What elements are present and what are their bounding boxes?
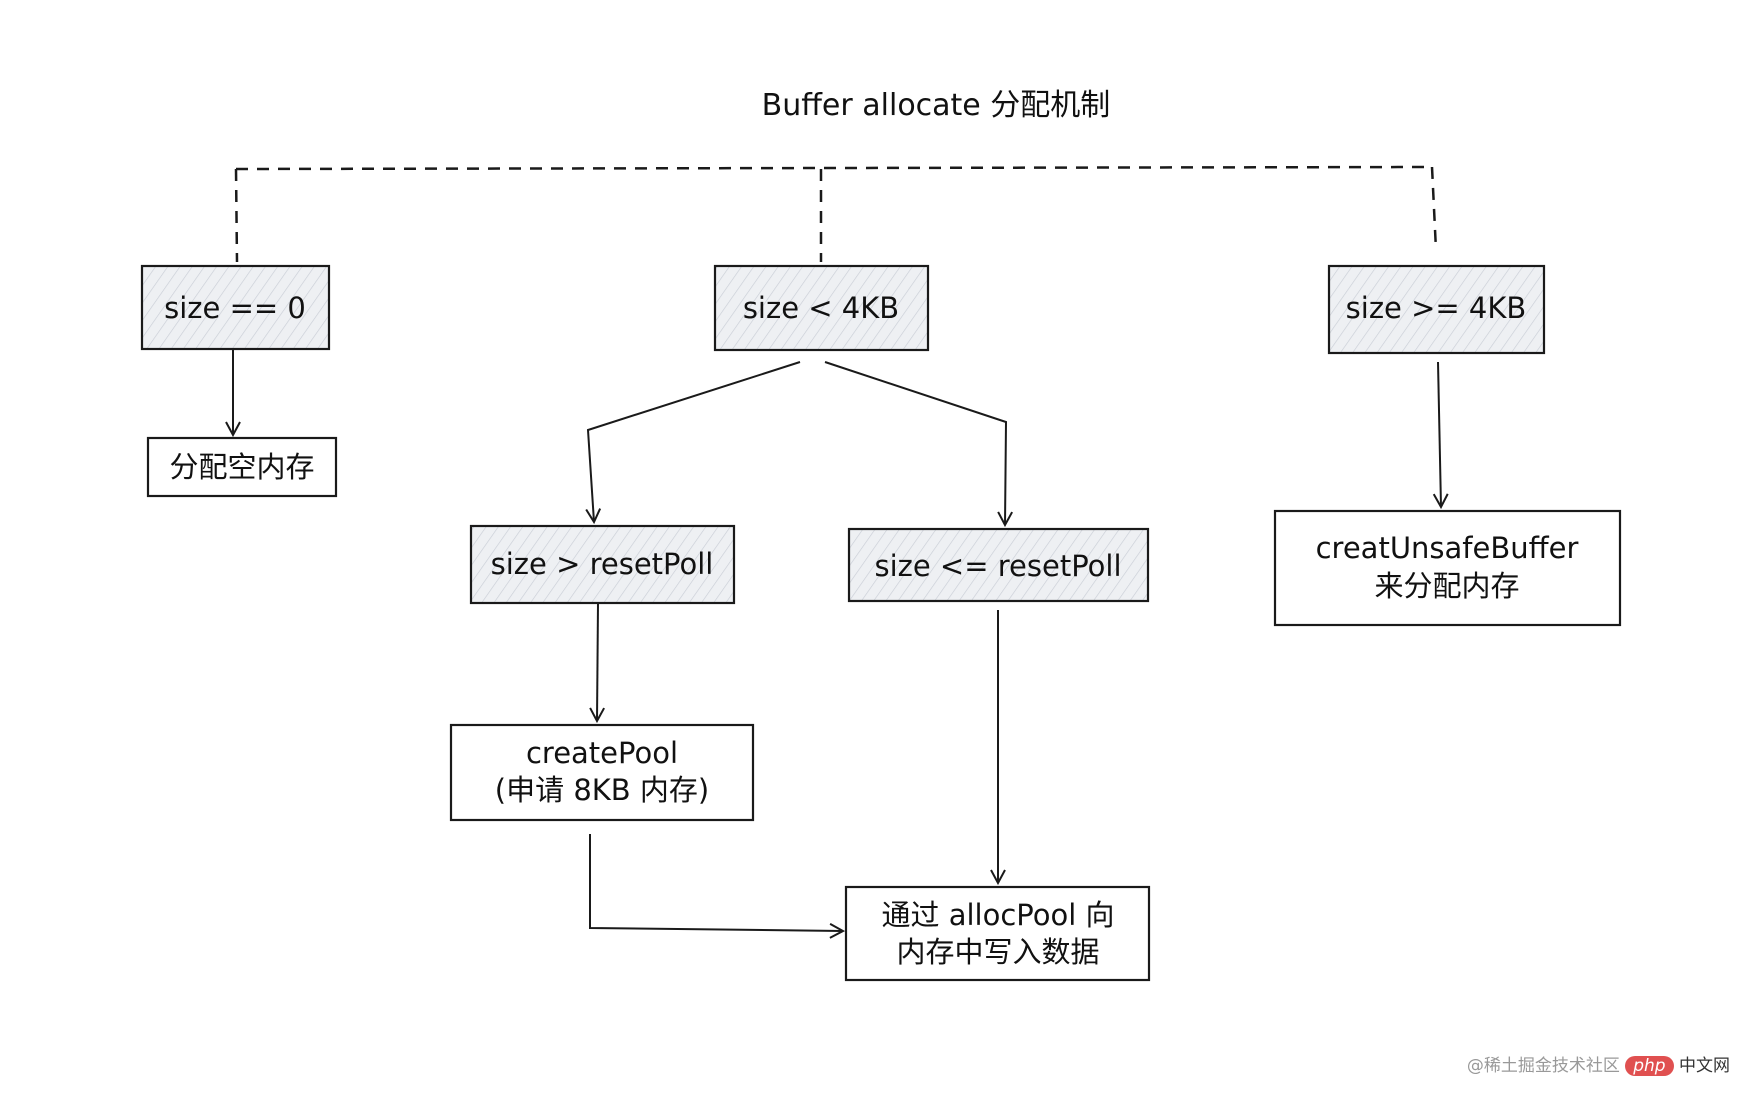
node-size-lt-4kb: size < 4KB (713, 264, 930, 352)
svg-text:内存中写入数据: 内存中写入数据 (896, 935, 1099, 969)
node-create-unsafe-buffer: creatUnsafeBuffer 来分配内存 (1273, 509, 1622, 627)
edges (233, 350, 1441, 931)
svg-text:size == 0: size == 0 (164, 291, 306, 325)
node-size-ge-4kb: size >= 4KB (1327, 264, 1546, 355)
node-size-gt-pool: size > resetPoll (469, 524, 736, 605)
watermark-text: @稀土掘金技术社区 (1466, 1056, 1620, 1076)
svg-text:(申请 8KB 内存): (申请 8KB 内存) (495, 773, 709, 807)
node-alloc-pool: 通过 allocPool 向 内存中写入数据 (844, 885, 1151, 982)
node-size-zero: size == 0 (140, 264, 331, 351)
svg-text:size <= resetPoll: size <= resetPoll (874, 549, 1121, 583)
svg-text:createPool: createPool (526, 736, 678, 770)
svg-text:size >= 4KB: size >= 4KB (1346, 291, 1527, 325)
svg-text:通过 allocPool 向: 通过 allocPool 向 (881, 898, 1114, 932)
php-logo: php (1625, 1056, 1674, 1076)
node-create-pool: createPool (申请 8KB 内存) (449, 723, 755, 822)
branch-connector (234, 165, 1438, 263)
watermark-cn: 中文网 (1679, 1056, 1730, 1076)
svg-text:creatUnsafeBuffer: creatUnsafeBuffer (1316, 531, 1579, 565)
watermark: @稀土掘金技术社区 php 中文网 (1467, 1051, 1730, 1076)
diagram-title: Buffer allocate 分配机制 (762, 88, 1111, 123)
node-alloc-empty: 分配空内存 (146, 436, 338, 498)
svg-text:分配空内存: 分配空内存 (169, 450, 314, 484)
svg-text:来分配内存: 来分配内存 (1374, 569, 1519, 603)
node-size-le-pool: size <= resetPoll (847, 527, 1150, 603)
svg-text:size > resetPoll: size > resetPoll (491, 547, 714, 581)
svg-text:size < 4KB: size < 4KB (743, 291, 899, 325)
